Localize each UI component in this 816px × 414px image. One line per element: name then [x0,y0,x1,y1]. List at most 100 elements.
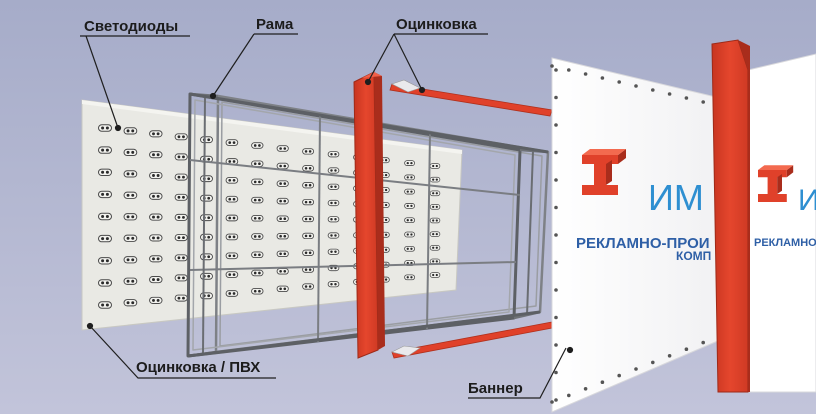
led-module-icon [225,214,239,222]
led-module-icon [276,268,289,275]
banner-grommets [550,64,722,404]
grommet [554,150,558,155]
led-module-icon [174,193,188,201]
callout-leaders [80,33,574,399]
led-module-icon [200,253,213,261]
grommet [567,68,571,72]
grommet [617,373,621,378]
led-module-icon [149,234,163,242]
led-module-icon [429,204,441,210]
led-module-icon [200,292,213,300]
led-module-icon [225,176,239,184]
led-module-icon [276,285,289,293]
led-module-icon [276,250,289,258]
led-module-icon [302,182,315,189]
led-module-icon [429,231,441,237]
label-galvanizing-pvc: Оцинковка / ПВХ [136,359,261,376]
grommet [554,288,558,292]
led-module-icon [123,148,138,157]
grommet [554,370,558,375]
led-module-icon [123,256,138,264]
led-module-icon [327,232,340,239]
led-module-icon [302,232,315,240]
led-module-icon [98,190,112,199]
led-module-icon [174,133,188,141]
banner-tagline-line1: РЕКЛАМНО-ПРОИ [576,235,710,252]
grommet [634,367,638,371]
led-module-icon [200,194,213,202]
brand-name-text: ИМ [648,177,704,218]
grommet [567,393,571,398]
grommet [634,84,638,88]
led-module-icon [123,277,138,285]
label-frame: Рама [256,16,294,33]
grommet [583,387,588,391]
led-module-icon [251,215,264,222]
led-module-icon [98,168,112,176]
led-module-icon [327,281,340,288]
led-module-icon [251,142,264,149]
grommet [684,347,689,352]
led-module-icon [149,130,163,138]
led-module-icon [149,171,163,180]
led-module-icon [149,296,163,304]
led-module-icon [327,167,340,174]
led-module-icon [225,252,239,260]
led-module-icon [174,234,188,242]
led-module-icon [302,249,315,256]
led-module-icon [98,234,112,243]
led-module-icon [174,254,188,262]
led-module-icon [123,234,138,242]
led-module-icon [98,279,112,287]
led-module-icon [174,173,188,181]
led-module-icon [174,213,188,221]
led-module-icon [149,276,163,284]
led-module-icon [225,233,239,241]
galvanized-top-strip [389,79,553,117]
led-module-icon [404,217,415,224]
led-module-icon [276,232,289,240]
led-module-icon [251,287,264,295]
led-module-icon [429,163,441,169]
led-module-icon [98,212,112,221]
led-module-icon [200,233,213,241]
led-module-icon [123,299,138,307]
led-module-icon [327,151,340,158]
grommet [550,400,554,404]
led-module-icon [174,153,188,161]
grommet [554,123,558,127]
led-module-icon [404,245,415,252]
grommet [667,92,672,96]
led-module-icon [429,245,441,251]
grommet [550,64,554,68]
led-module-icon [276,145,289,152]
led-module-icon [429,217,441,224]
led-module-icon [404,274,415,281]
assembled-sign: И РЕКЛАМНО [711,39,816,393]
led-module-icon [302,198,315,206]
grommet [684,96,689,100]
led-module-icon [276,197,289,205]
led-module-icon [123,191,138,199]
led-module-icon [225,139,239,146]
led-module-icon [200,214,213,222]
grommet [617,80,621,84]
grommet [554,398,558,402]
led-module-icon [429,190,441,197]
led-module-icon [429,176,441,183]
led-module-icon [149,151,163,159]
side-tagline: РЕКЛАМНО [754,237,816,249]
grommet [583,72,588,76]
led-module-icon [327,199,340,207]
led-module-icon [327,248,340,255]
led-module-icon [225,195,239,203]
led-module-icon [302,283,315,290]
grommet [701,100,705,104]
led-module-icon [302,165,315,172]
grommet [554,260,558,265]
grommet [554,315,558,320]
grommet [554,95,558,100]
led-module-icon [98,146,112,154]
